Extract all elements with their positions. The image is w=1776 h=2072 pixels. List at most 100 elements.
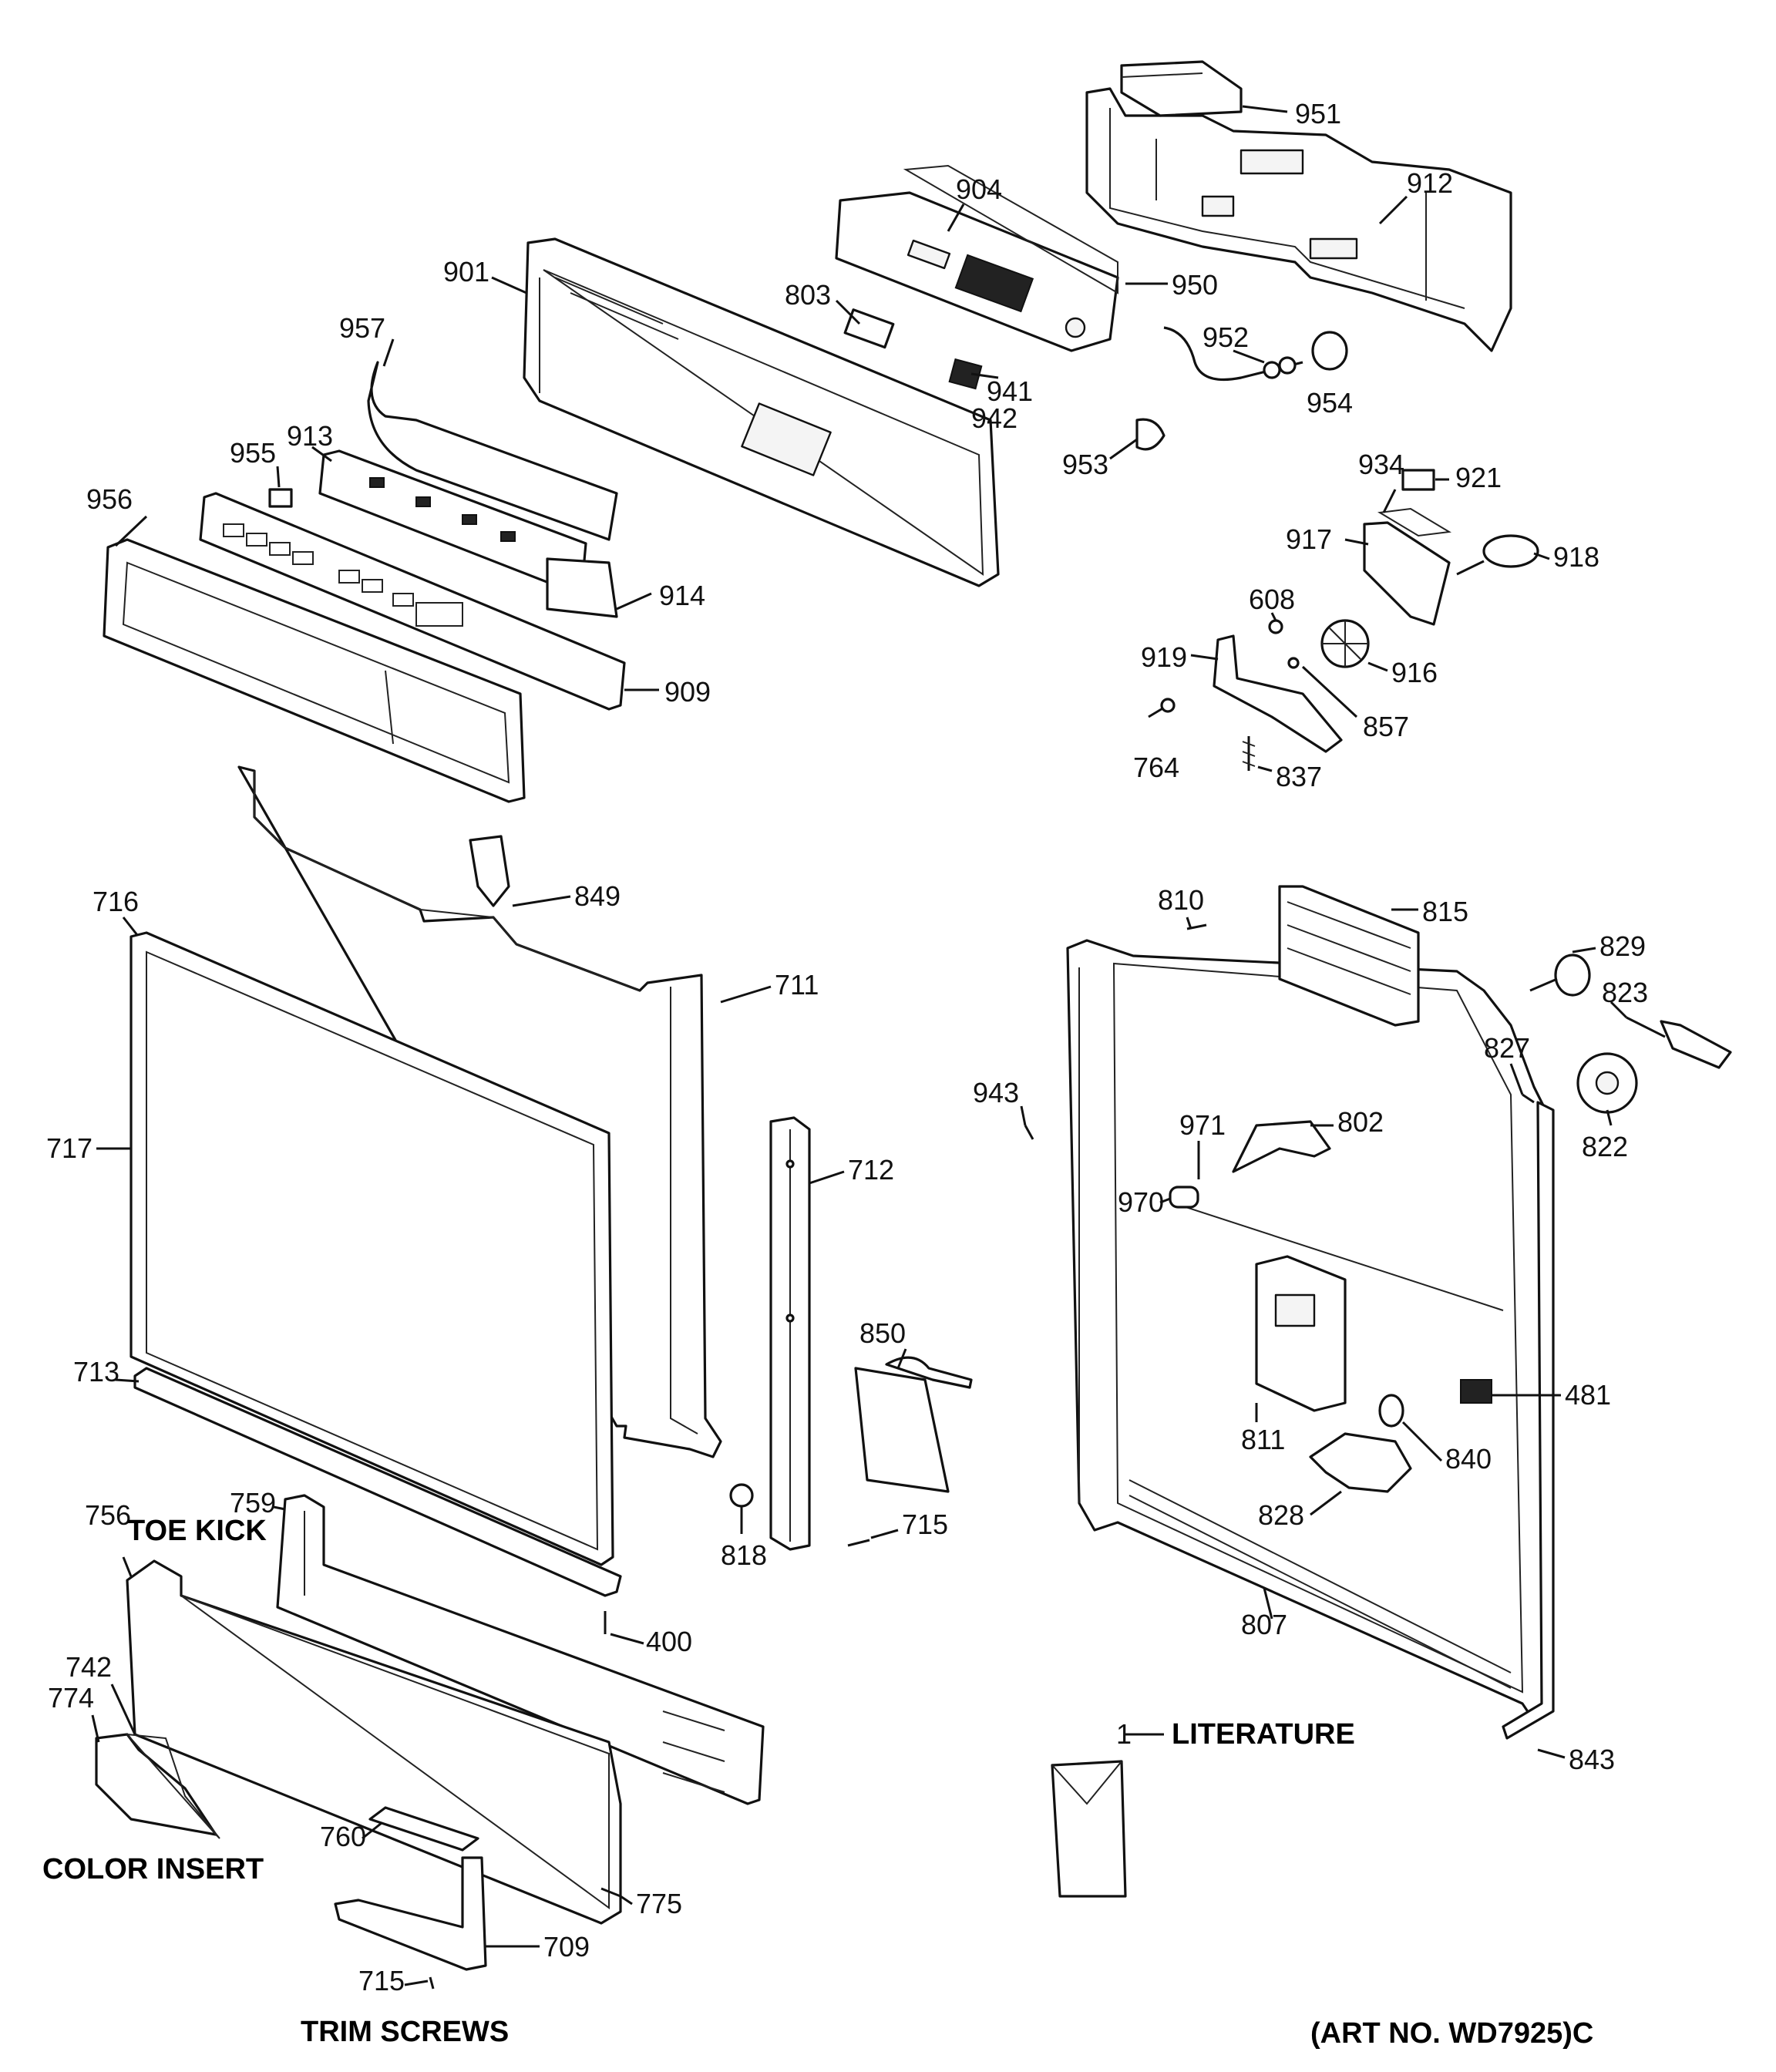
label-715a: 715 <box>902 1509 948 1540</box>
label-815: 815 <box>1422 896 1468 927</box>
part-1-literature <box>1051 1760 1127 1898</box>
label-818: 818 <box>721 1539 767 1571</box>
label-716: 716 <box>92 886 139 917</box>
label-857: 857 <box>1363 711 1409 742</box>
caption-art-number: (ART NO. WD7925)C <box>1310 2017 1593 2050</box>
label-760: 760 <box>320 1821 366 1852</box>
label-811: 811 <box>1241 1424 1285 1455</box>
label-713: 713 <box>73 1356 119 1388</box>
label-759: 759 <box>230 1487 276 1519</box>
label-822: 822 <box>1582 1131 1628 1162</box>
part-916-fan <box>1320 619 1370 668</box>
part-850-bracket <box>854 1356 973 1493</box>
label-764: 764 <box>1133 752 1179 783</box>
part-970-971-bumper <box>1169 1164 1200 1209</box>
label-810: 810 <box>1158 884 1204 916</box>
part-840-spring <box>1378 1394 1404 1428</box>
label-843: 843 <box>1569 1744 1615 1775</box>
label-942: 942 <box>971 402 1018 434</box>
label-919: 919 <box>1141 641 1187 673</box>
part-815-vent <box>1278 885 1420 1027</box>
part-849-strike <box>469 835 510 907</box>
label-954: 954 <box>1307 387 1353 419</box>
part-828-actuator <box>1309 1432 1412 1493</box>
label-840: 840 <box>1445 1443 1492 1475</box>
part-904-control-board <box>835 191 1119 352</box>
label-712: 712 <box>848 1154 894 1186</box>
label-849: 849 <box>574 880 621 912</box>
label-921: 921 <box>1455 462 1502 493</box>
console-buttons <box>554 277 679 340</box>
part-954-knob <box>1311 331 1348 371</box>
label-971: 971 <box>1179 1109 1226 1141</box>
part-822-dial <box>1576 1052 1638 1114</box>
label-901: 901 <box>443 256 489 288</box>
part-709-trim <box>334 1856 487 1971</box>
label-400: 400 <box>646 1626 692 1657</box>
part-764-screw <box>1148 698 1176 718</box>
part-918-motor <box>1456 534 1539 576</box>
overlay-keys <box>223 523 463 627</box>
label-775: 775 <box>636 1888 682 1919</box>
label-715b: 715 <box>358 1965 405 1996</box>
part-957-ribbon <box>367 361 618 541</box>
part-715-screw-b <box>429 1976 435 1990</box>
part-760-bracket <box>368 1806 479 1852</box>
part-843-hinge <box>1502 1101 1555 1740</box>
label-955: 955 <box>230 437 276 469</box>
label-952: 952 <box>1202 321 1249 353</box>
part-951-cover <box>1120 60 1243 117</box>
label-850: 850 <box>859 1317 906 1349</box>
label-823: 823 <box>1602 977 1648 1008</box>
captions: TOE KICK LITERATURE COLOR INSERT TRIM SC… <box>42 1515 1593 2050</box>
part-837-spring <box>1242 736 1256 771</box>
label-953: 953 <box>1062 449 1108 480</box>
label-742: 742 <box>66 1651 112 1683</box>
part-953-cam <box>1135 418 1166 451</box>
label-957: 957 <box>339 312 385 344</box>
part-950-overlay-sheet <box>903 164 1118 294</box>
part-716-717-outer-door <box>130 931 614 1566</box>
label-807: 807 <box>1241 1609 1287 1640</box>
part-481-label <box>1460 1379 1492 1404</box>
label-829: 829 <box>1599 930 1646 962</box>
label-837: 837 <box>1276 761 1322 792</box>
part-952-harness <box>1163 326 1303 382</box>
label-934: 934 <box>1358 449 1404 480</box>
label-1: 1 <box>1116 1718 1132 1750</box>
part-941-942-component <box>948 358 983 390</box>
part-827-screw <box>1522 1093 1535 1104</box>
part-823-shaft <box>1626 1016 1732 1069</box>
label-774: 774 <box>48 1682 94 1714</box>
part-917-plate <box>1363 521 1451 626</box>
label-943: 943 <box>973 1077 1019 1108</box>
caption-color-insert: COLOR INSERT <box>42 1853 264 1885</box>
part-803-switch <box>843 308 895 349</box>
part-914-window <box>546 557 618 618</box>
label-802: 802 <box>1337 1106 1384 1138</box>
label-717: 717 <box>46 1132 92 1164</box>
part-829-knob <box>1529 954 1591 997</box>
label-951: 951 <box>1295 98 1341 130</box>
part-742-774-color-insert <box>95 1733 220 1839</box>
part-901-console <box>523 237 1000 587</box>
label-909: 909 <box>664 676 711 708</box>
part-labels: 951 912 904 950 901 803 957 952 954 941 … <box>46 98 1648 1996</box>
label-608: 608 <box>1249 584 1295 615</box>
label-950: 950 <box>1172 269 1218 301</box>
label-956: 956 <box>86 483 133 515</box>
label-828: 828 <box>1258 1499 1304 1531</box>
label-711: 711 <box>775 969 819 1001</box>
label-912: 912 <box>1407 167 1453 199</box>
part-775-screw <box>600 1887 621 1898</box>
label-917: 917 <box>1286 523 1332 555</box>
label-803: 803 <box>785 279 831 311</box>
part-713-trim-strip <box>133 1367 622 1597</box>
caption-literature: LITERATURE <box>1172 1718 1355 1751</box>
label-481: 481 <box>1565 1379 1611 1411</box>
part-919-lever <box>1213 634 1343 753</box>
part-715-screw-a <box>847 1539 870 1547</box>
part-712-channel <box>769 1116 811 1551</box>
